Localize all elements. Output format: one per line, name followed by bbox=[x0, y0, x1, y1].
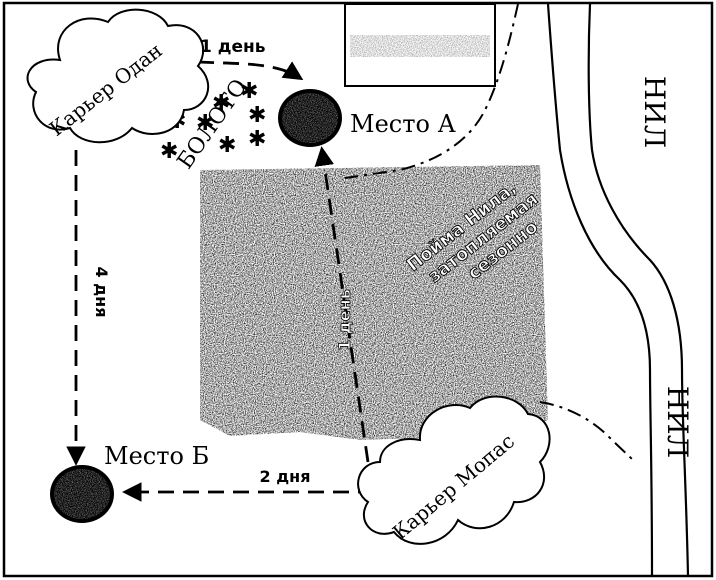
river-label-bottom: НИЛ bbox=[661, 386, 694, 458]
svg-text:✱: ✱ bbox=[212, 91, 230, 116]
route-mopas-to-a bbox=[314, 146, 370, 463]
svg-text:✱: ✱ bbox=[240, 79, 258, 104]
river-label-top: НИЛ bbox=[638, 76, 671, 148]
place-b-label: Место Б bbox=[104, 442, 209, 470]
routes bbox=[66, 60, 374, 502]
place-b-marker bbox=[50, 465, 114, 523]
route-1day-label: 1 день bbox=[200, 37, 266, 57]
svg-text:✱: ✱ bbox=[248, 127, 266, 152]
floodplain-area bbox=[200, 165, 548, 440]
quarry-odan-cloud bbox=[26, 8, 210, 144]
svg-text:✱: ✱ bbox=[248, 103, 266, 128]
svg-text:✱: ✱ bbox=[218, 133, 236, 158]
svg-text:✱: ✱ bbox=[196, 111, 214, 136]
boundary-lines bbox=[344, 3, 634, 461]
route-4days-label: 4 дня bbox=[92, 267, 111, 318]
route-odan-to-a bbox=[197, 60, 304, 81]
nile-river bbox=[546, 3, 690, 577]
place-a-label: Место А bbox=[350, 110, 456, 138]
building bbox=[344, 3, 496, 87]
route-2days-label: 2 дня bbox=[260, 467, 311, 486]
route-1day-b-label: 1 день bbox=[335, 289, 354, 351]
svg-text:✱: ✱ bbox=[160, 139, 178, 164]
quarry-mopas-cloud bbox=[357, 395, 551, 545]
place-a-marker bbox=[278, 89, 342, 147]
